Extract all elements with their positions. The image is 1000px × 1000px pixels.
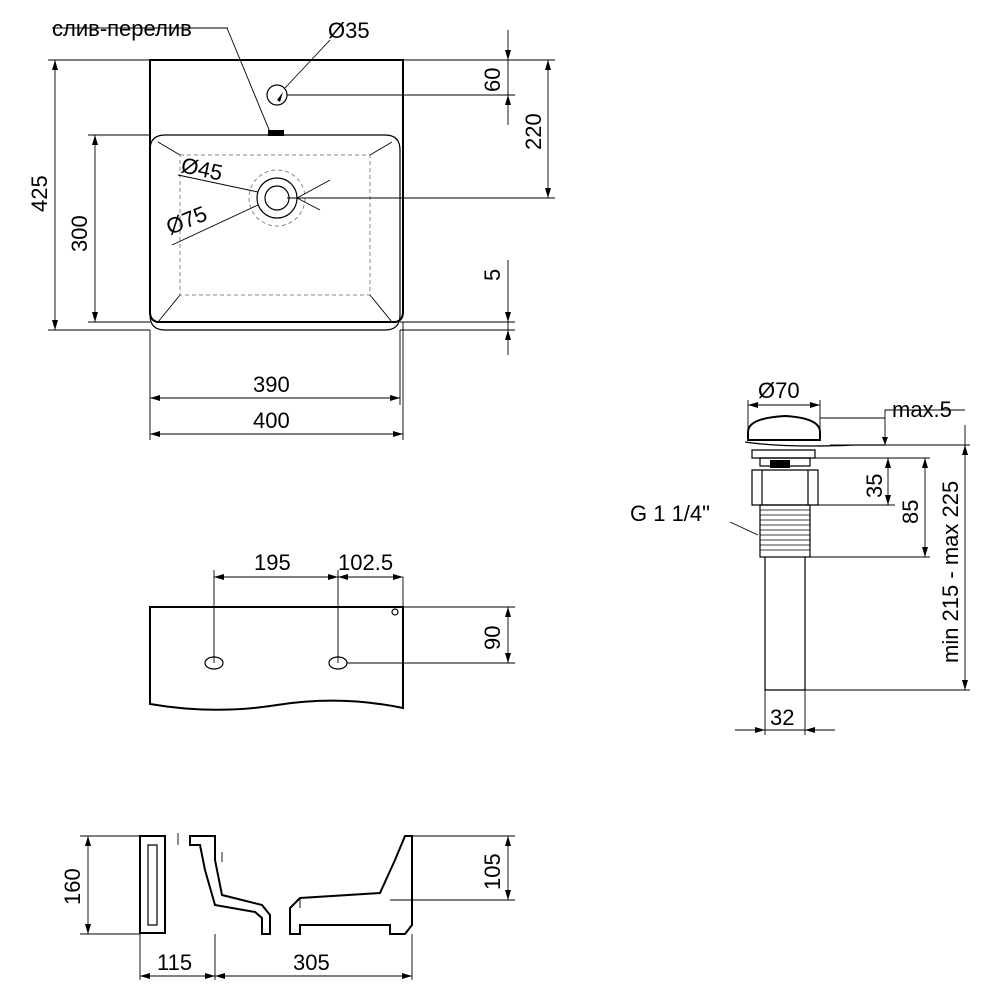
top-view	[48, 27, 555, 440]
tap-hole-diameter: Ø35	[328, 18, 370, 43]
dim-35: 35	[862, 474, 887, 498]
dim-305: 305	[293, 950, 330, 975]
section-view	[80, 833, 515, 980]
length-range: min 215 - max 225	[938, 481, 963, 663]
dim-5: 5	[480, 269, 505, 281]
dim-115: 115	[157, 950, 192, 975]
dim-32: 32	[770, 705, 794, 730]
dim-60: 60	[480, 68, 505, 92]
dim-195: 195	[254, 550, 291, 575]
arrowheads	[52, 50, 968, 979]
overflow-label: слив-перелив	[52, 16, 192, 41]
thread-label: G 1 1/4"	[630, 501, 710, 526]
dim-102-5: 102.5	[338, 550, 393, 575]
dim-390: 390	[253, 372, 290, 397]
dim-400: 400	[253, 408, 290, 433]
dim-160: 160	[60, 868, 85, 905]
dim-90: 90	[480, 626, 505, 650]
plug-diameter: Ø70	[758, 378, 800, 403]
dim-105: 105	[480, 853, 505, 890]
dim-300: 300	[67, 215, 92, 252]
dim-85: 85	[898, 500, 923, 524]
drain-plug-detail	[729, 400, 970, 735]
drain-outer-diameter: Ø75	[163, 201, 211, 240]
drain-inner-diameter: Ø45	[179, 152, 225, 185]
front-view	[149, 570, 515, 711]
dim-425: 425	[27, 175, 52, 212]
dim-220: 220	[521, 113, 546, 150]
max-5-label: max.5	[892, 397, 952, 422]
